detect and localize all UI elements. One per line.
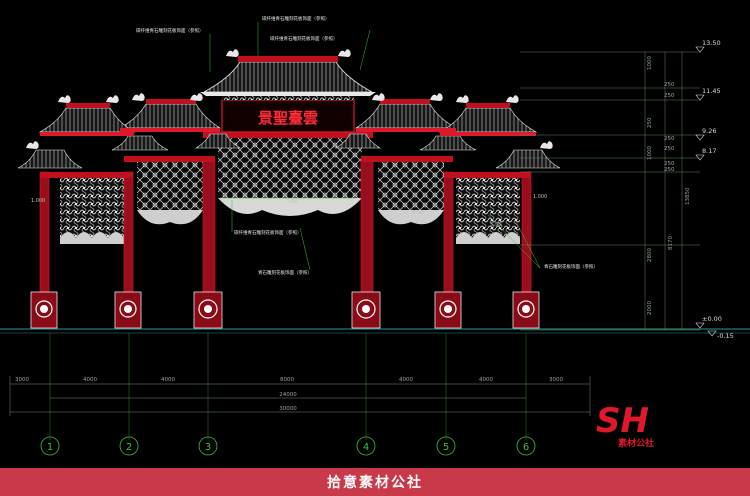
dim-right-span: 5.00 xyxy=(490,222,501,228)
svg-text:6: 6 xyxy=(523,442,529,453)
roofs xyxy=(17,49,561,169)
seg-1: 1000 xyxy=(647,56,653,70)
ground-line xyxy=(0,328,750,334)
seg-8: 250 xyxy=(664,161,675,167)
bay-5: 4000 xyxy=(399,377,413,383)
svg-text:2: 2 xyxy=(126,442,132,453)
seg-9: 250 xyxy=(664,167,675,173)
level-13-50: 13.50 xyxy=(702,39,721,47)
level-zero: ±0.00 xyxy=(702,315,722,323)
annotation-top-a: 碳纤维青石雕刻花板饰面（参照） xyxy=(262,15,330,22)
right-dimension-chain xyxy=(520,51,700,331)
total-outer: 30000 xyxy=(279,406,297,412)
dim-right-small: 1.000 xyxy=(533,194,547,200)
annotation-mid-right: 青石雕刻花板饰面（参照） xyxy=(544,263,598,270)
seg-7: 250 xyxy=(664,146,675,152)
level-markers: 13.50 11.45 9.26 8.17 ±0.00 -0.15 xyxy=(695,39,734,340)
lattice-panel-right2 xyxy=(378,160,444,210)
level-minus: -0.15 xyxy=(717,332,734,340)
dim-center-span: 7.00 xyxy=(286,199,297,205)
plaque-board xyxy=(221,99,355,133)
annotation-mid-left: 碳纤维青石雕刻花板饰面（参照） xyxy=(234,229,302,236)
footer-bar: 拾意素材公社 xyxy=(0,468,750,496)
lattice-panel-left xyxy=(60,178,124,238)
annotation-mid-center: 青石雕刻花板饰面（参照） xyxy=(258,269,312,276)
level-9-26: 9.26 xyxy=(702,127,716,135)
bay-6: 4000 xyxy=(479,377,493,383)
plaque-text: 景聖臺雲 xyxy=(258,109,318,127)
right-segment-labels: 1000 250 250 250 250 1000 250 250 250 13… xyxy=(647,56,691,315)
level-11-45: 11.45 xyxy=(702,87,721,95)
bay-2: 4000 xyxy=(83,377,97,383)
bay-1: 3000 xyxy=(15,377,29,383)
lattice-panel-right xyxy=(456,178,520,238)
total-2800: 2800 xyxy=(647,248,653,262)
dim-side-span: 6.40 xyxy=(412,210,423,216)
total-2000: 2000 xyxy=(647,301,653,315)
column-bases xyxy=(30,291,540,329)
annotation-top-c: 碳纤维青石雕刻花板饰面（参照） xyxy=(270,35,338,42)
dim-left-small: 1.000 xyxy=(31,198,45,204)
leader-lines xyxy=(209,22,541,271)
archway-elevation-drawing: 景聖臺雲 xyxy=(0,15,750,456)
seg-3: 250 xyxy=(664,93,675,99)
bay-4: 8000 xyxy=(280,377,294,383)
seg-6: 1000 xyxy=(647,146,653,160)
svg-text:4: 4 xyxy=(363,442,369,453)
axis-bubble-4: 4 xyxy=(356,436,376,456)
axis-bubble-2: 2 xyxy=(119,436,139,456)
grid-lines xyxy=(49,333,527,440)
archway: 景聖臺雲 xyxy=(17,49,561,329)
logo-text: 素材公社 xyxy=(618,437,654,449)
lattice-panel-left2 xyxy=(137,160,203,210)
seg-4: 250 xyxy=(647,117,653,128)
bay-3: 4000 xyxy=(161,377,175,383)
axis-bubble-1: 1 xyxy=(40,436,60,456)
axis-bubble-3: 3 xyxy=(198,436,218,456)
axis-bubble-6: 6 xyxy=(516,436,536,456)
sh-logo: SH 素材公社 xyxy=(596,401,654,449)
svg-text:5: 5 xyxy=(443,442,449,453)
axis-bubble-5: 5 xyxy=(436,436,456,456)
logo-mark: SH xyxy=(596,401,649,441)
total-13850: 13850 xyxy=(685,187,691,205)
bay-7: 3000 xyxy=(549,377,563,383)
annotation-top-b: 碳纤维青石雕刻花板饰面（参照） xyxy=(136,27,204,34)
seg-5: 250 xyxy=(664,136,675,142)
svg-text:1: 1 xyxy=(47,442,53,453)
total-8170: 8170 xyxy=(668,236,674,250)
inner-span-dims: 7.00 6.40 5.00 1.000 1.000 xyxy=(31,194,547,228)
annotation-labels: 碳纤维青石雕刻花板饰面（参照） 碳纤维青石雕刻花板饰面（参照） 碳纤维青石雕刻花… xyxy=(136,15,598,276)
bottom-dims xyxy=(9,376,591,416)
svg-text:3: 3 xyxy=(205,442,211,453)
total-inner: 24000 xyxy=(279,392,297,398)
footer-caption: 拾意素材公社 xyxy=(327,475,423,491)
seg-2: 250 xyxy=(664,82,675,88)
bay-dim-labels: 3000 4000 4000 8000 4000 4000 3000 24000… xyxy=(15,377,563,412)
level-8-17: 8.17 xyxy=(702,147,716,155)
grid-axis-markers: 1 2 3 4 5 6 xyxy=(40,436,536,456)
